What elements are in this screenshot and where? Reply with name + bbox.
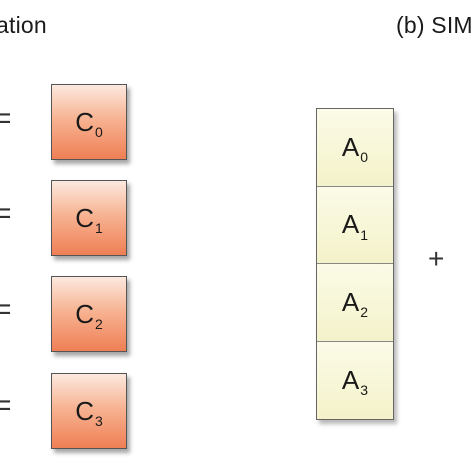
c-register-letter: C [75, 106, 94, 137]
equals-sign-2: = [0, 293, 12, 326]
c-register-letter: C [75, 298, 94, 329]
left-panel-caption: ation [0, 12, 47, 38]
a-cell-index: 0 [360, 149, 369, 166]
plus-operator: + [428, 243, 445, 274]
c-register-index: 0 [94, 124, 103, 140]
a-cell-index: 2 [360, 304, 369, 321]
equals-sign-3: = [0, 389, 12, 422]
c-register-index: 2 [94, 316, 103, 332]
right-panel-caption: (b) SIM [396, 12, 473, 38]
a-cell-letter: A [341, 286, 360, 317]
c-register-index: 3 [94, 413, 103, 429]
equals-sign-0: = [0, 102, 12, 135]
a-cell-letter: A [341, 209, 360, 240]
a-cell-letter: A [341, 131, 360, 162]
a-cell-index: 1 [360, 226, 369, 243]
equals-sign-1: = [0, 197, 12, 230]
c-register-index: 1 [94, 220, 103, 236]
c-register-letter: C [75, 395, 94, 426]
c-register-letter: C [75, 202, 94, 233]
a-cell-index: 3 [360, 382, 369, 399]
a-cell-letter: A [341, 364, 360, 395]
